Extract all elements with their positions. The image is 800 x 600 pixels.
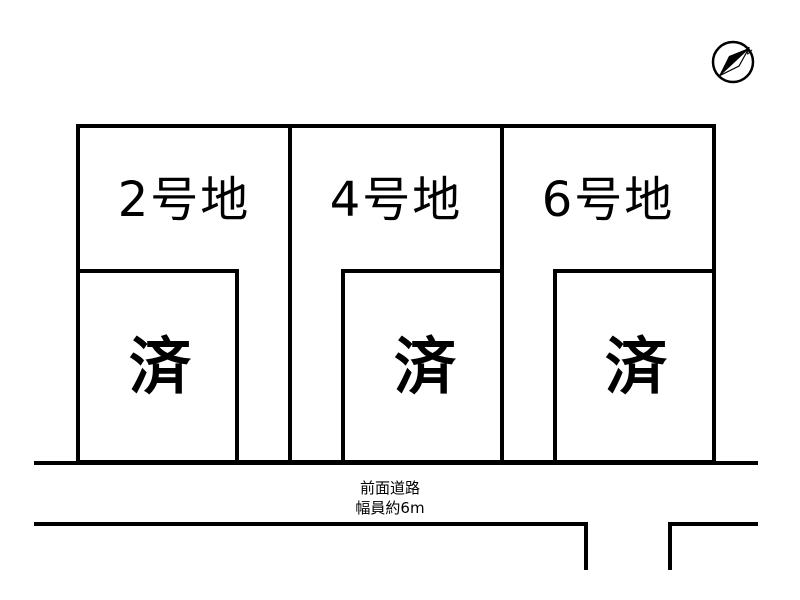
lot-2-label: 2号地	[117, 172, 251, 228]
lot-6-label: 6号地	[541, 172, 675, 228]
lot-4-sold-label: 済	[393, 330, 456, 403]
front-road	[34, 461, 758, 570]
lot-4-label: 4号地	[329, 172, 463, 228]
road-bottom-edge-left	[34, 522, 588, 570]
lot-4-sold-block	[341, 269, 504, 464]
north-arrow-icon: N	[711, 40, 755, 84]
sold-blocks	[76, 269, 716, 464]
road-bottom-edge-right	[668, 522, 758, 570]
lot-2-sold-block	[76, 269, 239, 464]
road-name-label: 前面道路	[359, 479, 420, 497]
north-letter: N	[741, 46, 753, 58]
lot-6-sold-label: 済	[604, 330, 667, 403]
lot-6-sold-block	[553, 269, 716, 464]
road-width-label: 幅員約6m	[355, 499, 425, 517]
lot-2-sold-label: 済	[128, 330, 191, 403]
